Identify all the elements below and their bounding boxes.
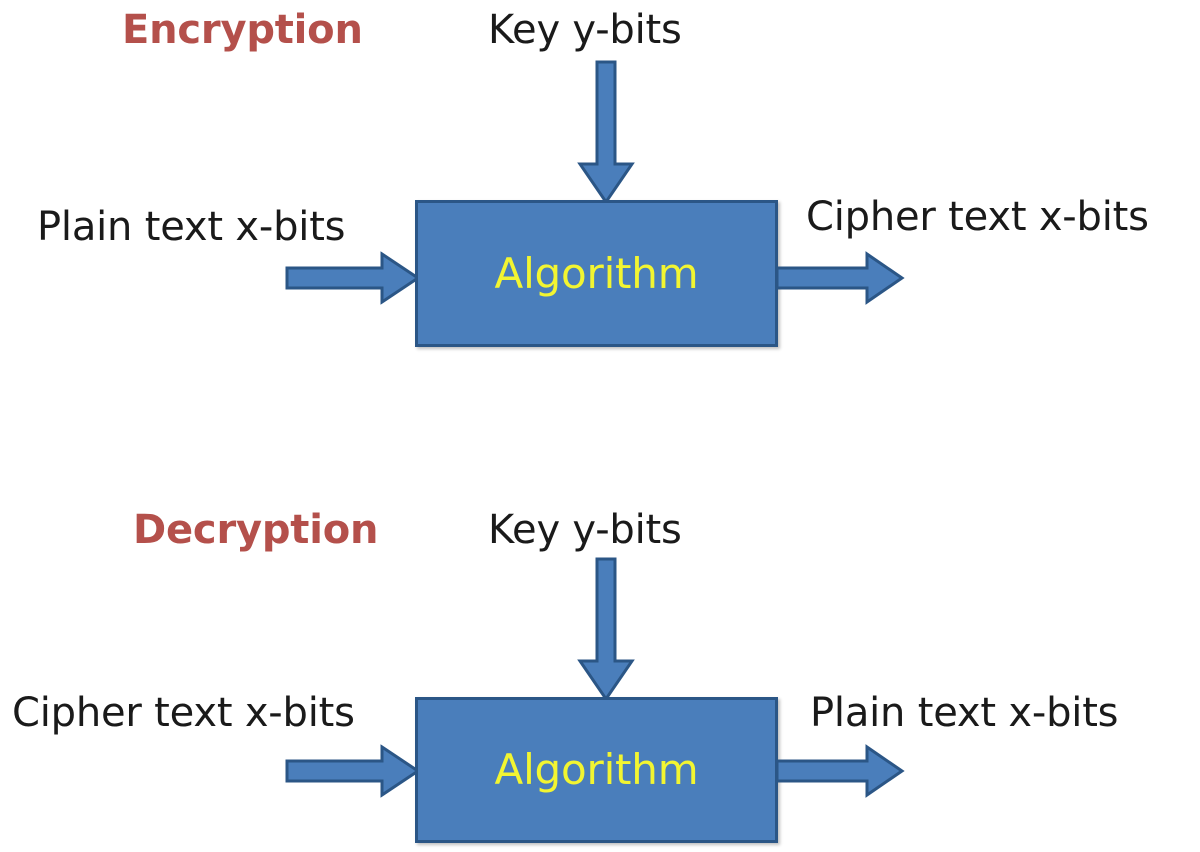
decryption-section: Decryption Key y-bits Cipher text x-bits…: [0, 497, 1200, 852]
arrow-right-icon: [775, 251, 905, 305]
decryption-output-label: Plain text x-bits: [810, 690, 1119, 736]
encryption-key-label: Key y-bits: [488, 7, 682, 53]
decryption-key-label: Key y-bits: [488, 507, 682, 553]
decryption-input-label: Cipher text x-bits: [12, 690, 355, 736]
encryption-section: Encryption Key y-bits Plain text x-bits …: [37, 7, 1149, 347]
decryption-algorithm-box: Algorithm: [415, 697, 778, 843]
arrow-right-icon: [285, 744, 421, 798]
encryption-input-label: Plain text x-bits: [37, 204, 346, 250]
arrow-down-icon: [577, 60, 635, 205]
encryption-algorithm-label: Algorithm: [494, 248, 699, 298]
decryption-algorithm-label: Algorithm: [494, 745, 699, 794]
encryption-output-label: Cipher text x-bits: [806, 194, 1149, 240]
arrow-right-icon: [775, 744, 905, 798]
arrow-down-icon: [577, 557, 635, 702]
decryption-title: Decryption: [133, 507, 379, 553]
encryption-algorithm-box: Algorithm: [415, 200, 778, 347]
encryption-title: Encryption: [122, 7, 363, 53]
arrow-right-icon: [285, 251, 421, 305]
